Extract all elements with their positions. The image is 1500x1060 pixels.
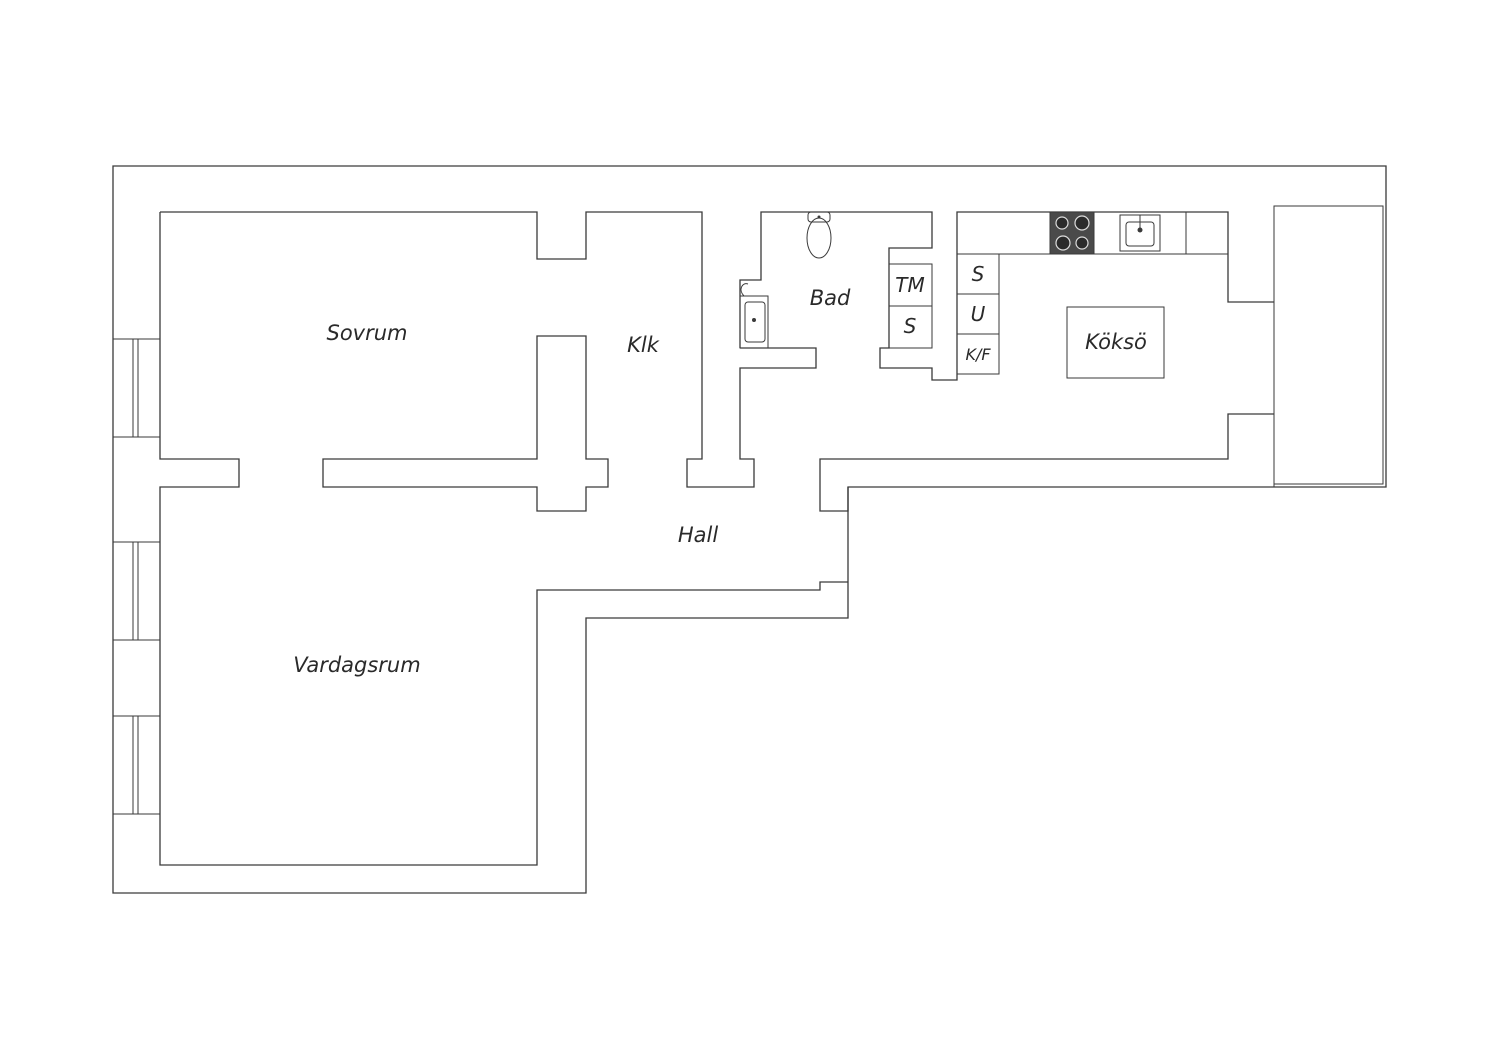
sink-icon [739,283,769,349]
kitchen-island [1066,306,1165,379]
room-label-hall: Hall [678,523,718,547]
stove-icon [1049,211,1095,255]
room-label-klk: Klk [627,333,660,357]
room-label-kokso: Köksö [1085,330,1147,354]
cabinet-kitchen-kf [956,333,1000,375]
window-vardagsrum-bottom [112,715,161,815]
room-label-bad: Bad [810,286,851,310]
sovrum-left-wall [159,212,848,866]
window-vardagsrum-top [112,541,161,641]
window-sovrum [112,338,161,438]
room-label-vardagsrum: Vardagsrum [293,653,420,677]
bad-wall [739,211,1274,381]
kitchen-sink-icon [1119,214,1161,252]
cabinet-tm-label: TM [895,273,924,297]
cabinet-kitchen-u-label: U [971,302,986,326]
outer-wall [112,165,1387,894]
cabinet-bath-s-label: S [904,314,917,338]
toilet-icon [806,211,832,259]
cabinet-kitchen-kf-label: K/F [965,345,991,364]
balcony [1273,205,1384,485]
kitchen-bottom-wall [819,413,1274,512]
closet-partition [322,335,609,512]
cabinet-bath-s [888,305,933,349]
room-label-sovrum: Sovrum [326,321,407,345]
sovrum-wall [160,211,817,488]
cabinet-kitchen-s-label: S [972,262,985,286]
